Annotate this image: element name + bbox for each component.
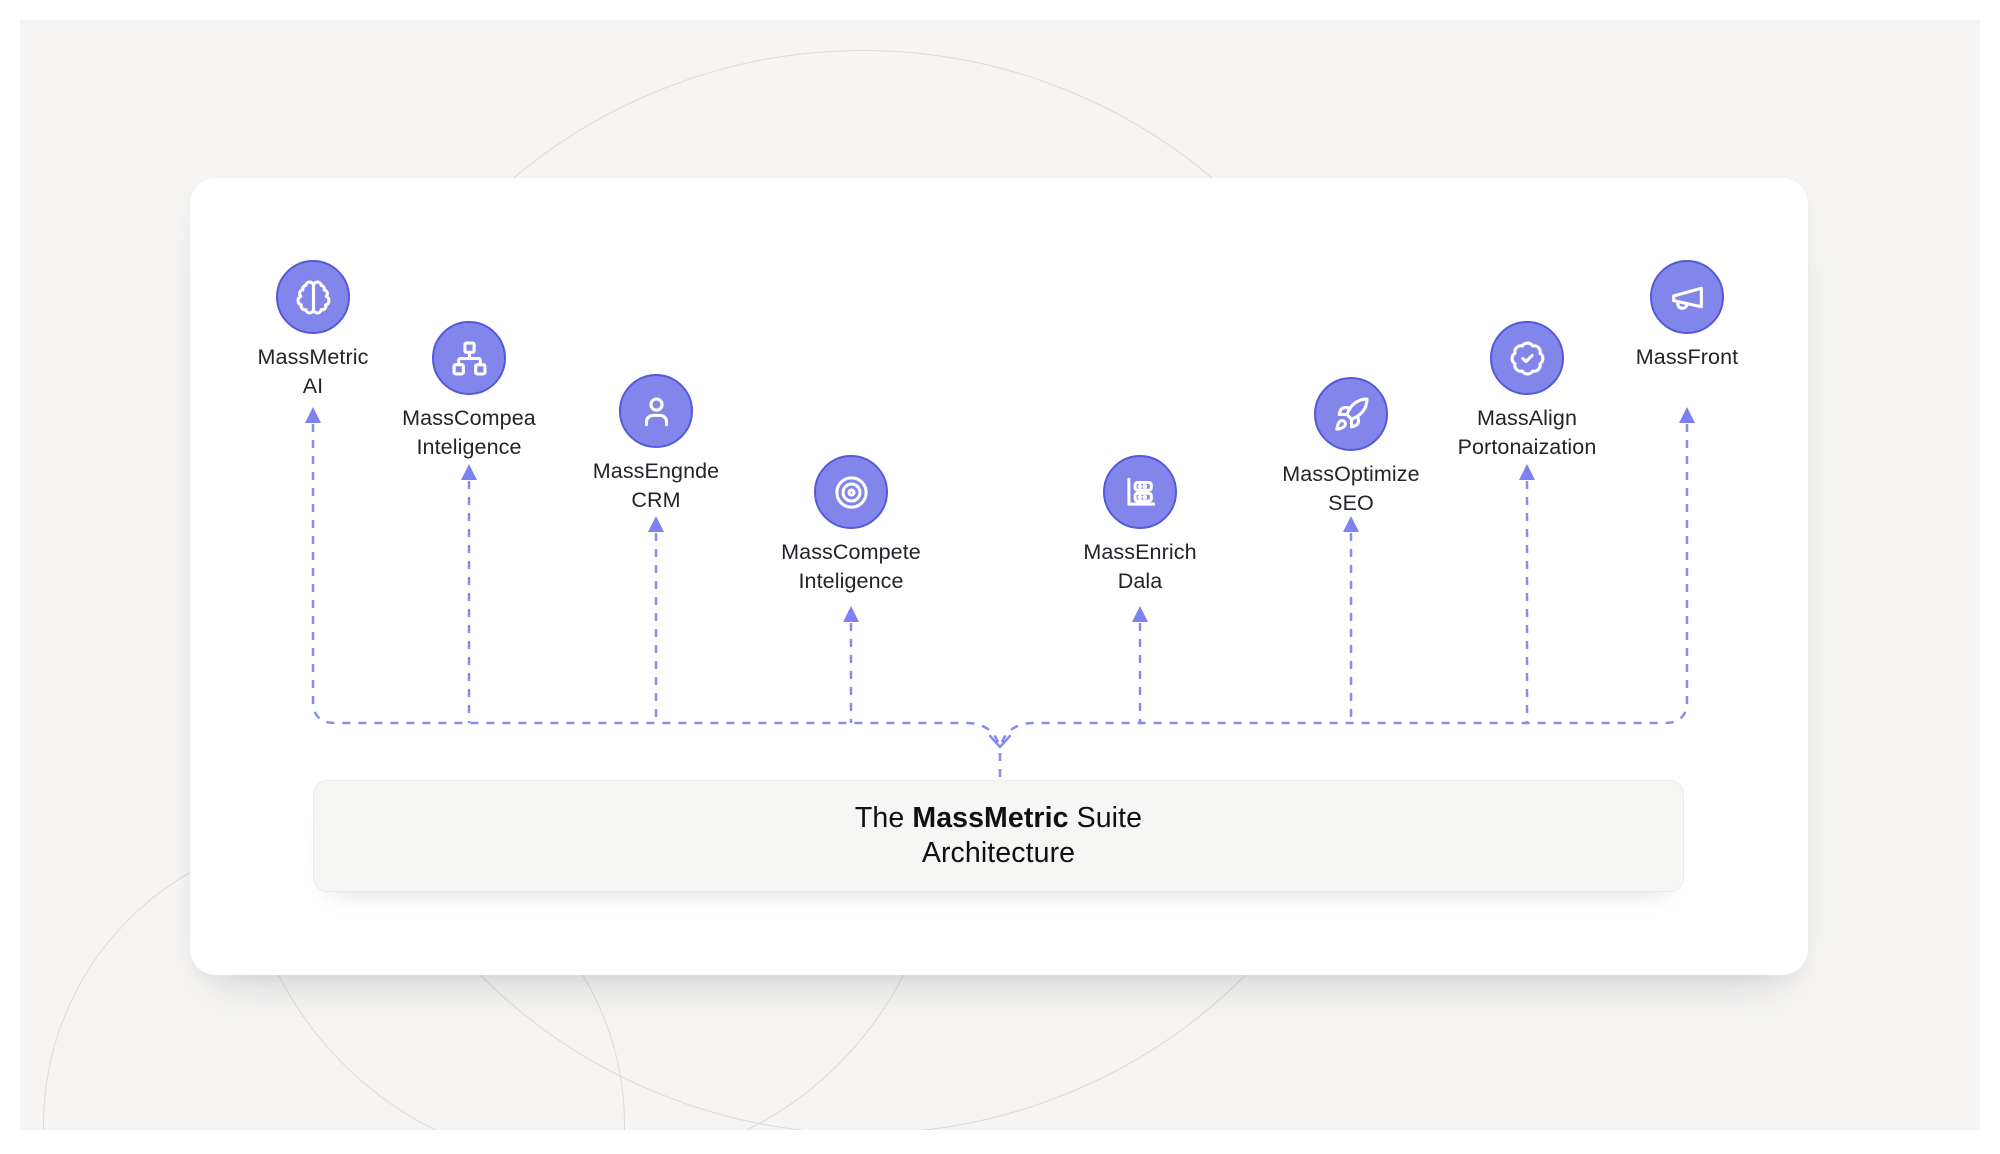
rocket-icon xyxy=(1334,397,1368,431)
target-icon xyxy=(834,475,868,509)
node-bubble xyxy=(1490,321,1564,395)
node-bubble xyxy=(1314,377,1388,451)
node-bubble xyxy=(619,374,693,448)
node-label: MassFront xyxy=(1635,345,1739,369)
node-bubble xyxy=(1103,455,1177,529)
brain-icon xyxy=(296,280,330,314)
node-massfront: MassFront xyxy=(1602,260,1772,372)
footer-line-1: The MassMetric Suite xyxy=(854,802,1143,834)
network-icon xyxy=(452,341,486,375)
node-bubble xyxy=(432,321,506,395)
bar-chart-icon xyxy=(1126,477,1155,506)
node-bubble xyxy=(814,455,888,529)
node-bubble xyxy=(276,260,350,334)
user-icon xyxy=(644,396,668,426)
badge-check-icon xyxy=(1510,341,1544,375)
brand-name: MassMetric xyxy=(912,802,1069,834)
footer-line-2: Architecture xyxy=(921,837,1076,869)
megaphone-icon xyxy=(1671,286,1703,310)
node-bubble xyxy=(1650,260,1724,334)
suite-architecture-label: The MassMetric Suite Architecture xyxy=(313,780,1684,892)
